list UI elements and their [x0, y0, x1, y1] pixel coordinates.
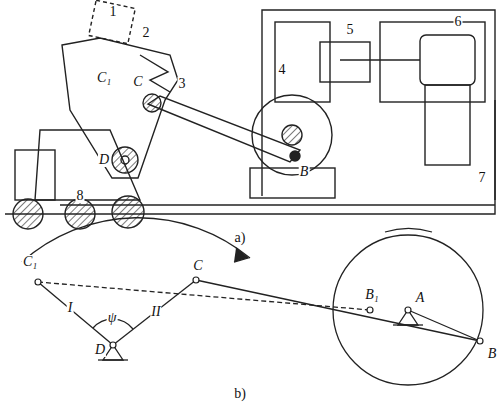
- callout-number: 1: [109, 5, 118, 19]
- crank-circle: [333, 235, 483, 385]
- callout-number: 6: [454, 15, 463, 29]
- point-label: I: [67, 301, 74, 315]
- pivot-d: [112, 147, 138, 173]
- joint: [477, 338, 483, 344]
- roll: [112, 196, 144, 228]
- point-label: C₁: [96, 71, 112, 85]
- subfigure-label: b): [233, 387, 247, 401]
- point-label: II: [150, 305, 161, 319]
- bearing-block: [250, 168, 335, 198]
- connecting-rod: [148, 96, 300, 162]
- rocking-jaw: [62, 38, 178, 178]
- joint: [367, 307, 373, 313]
- motor-shaft: [340, 59, 420, 60]
- jaw-teeth: [140, 55, 170, 92]
- pin-b: [290, 151, 300, 161]
- front-frame: [15, 150, 55, 200]
- housing-window: [275, 22, 330, 102]
- motion-arrow: [234, 248, 248, 262]
- joint: [405, 307, 411, 313]
- joint: [35, 279, 41, 285]
- crank-hub: [282, 125, 302, 145]
- joint: [193, 277, 199, 283]
- joint: [110, 342, 116, 348]
- crank-arrow: [385, 228, 432, 232]
- point-label: C₁: [22, 255, 38, 269]
- callout-number: 8: [76, 189, 85, 203]
- point-label: C: [132, 75, 143, 89]
- callout-number: 3: [178, 77, 187, 91]
- link-i: [38, 282, 113, 345]
- point-label: D: [98, 153, 110, 167]
- housing-window: [380, 22, 485, 102]
- feed-column: [89, 0, 136, 44]
- callout-number: 2: [142, 26, 151, 40]
- swing-arc: [22, 218, 250, 262]
- dashed-link: [38, 282, 370, 310]
- roll-axis: [5, 213, 150, 214]
- callout-number: 5: [346, 23, 355, 37]
- link-ii: [113, 280, 196, 345]
- point-label: B: [299, 165, 310, 179]
- ground-d: [98, 359, 128, 360]
- crank-disk: [252, 95, 332, 175]
- gearbox: [320, 42, 370, 82]
- point-label: ψ: [107, 311, 118, 325]
- callout-number: 4: [278, 63, 287, 77]
- jaw-support: [35, 130, 140, 200]
- base-frame: [150, 100, 495, 214]
- point-label: A: [415, 291, 426, 305]
- subfigure-label: a): [234, 231, 247, 245]
- pin-c: [143, 94, 161, 112]
- housing: [262, 10, 495, 200]
- point-label: B: [487, 347, 498, 361]
- motor-base: [425, 85, 470, 165]
- callout-number: 7: [478, 171, 487, 185]
- coupler-bc: [196, 280, 480, 341]
- point-label: D: [94, 343, 106, 357]
- motor: [420, 35, 475, 85]
- point-label: C: [192, 259, 203, 273]
- ground-a: [393, 324, 423, 325]
- point-label: B₁: [364, 288, 379, 302]
